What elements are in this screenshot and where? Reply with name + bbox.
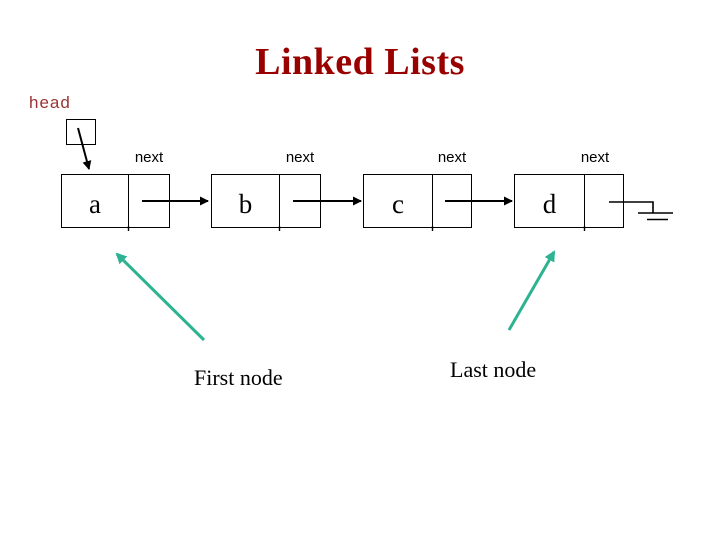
linked-list-node-c: c (363, 174, 472, 228)
next-label-c: next (437, 149, 467, 166)
last-node-label: Last node (450, 357, 537, 382)
node-data-cell: a (62, 175, 129, 227)
head-pointer-box (66, 119, 96, 145)
page-title: Linked Lists (255, 41, 465, 83)
node-data-cell: d (515, 175, 585, 227)
node-data-cell: b (212, 175, 280, 227)
last-node-arrow (507, 250, 556, 331)
node-value: b (238, 188, 253, 219)
next-label-d: next (580, 149, 610, 166)
node-value: c (392, 188, 404, 219)
first-node-arrow (115, 252, 206, 342)
node-pointer-cell (433, 175, 471, 227)
node-value: d (542, 188, 557, 219)
node-data-cell: c (364, 175, 433, 227)
next-label-a: next (134, 149, 164, 166)
node-value: a (89, 188, 101, 219)
linked-list-node-b: b (211, 174, 321, 228)
node-pointer-cell (280, 175, 320, 227)
head-pointer-label: head (29, 93, 71, 112)
node-pointer-cell (585, 175, 623, 227)
linked-list-node-d: d (514, 174, 624, 228)
linked-list-node-a: a (61, 174, 170, 228)
node-pointer-cell (129, 175, 169, 227)
next-label: next (285, 149, 315, 166)
first-node-label: First node (194, 365, 283, 390)
